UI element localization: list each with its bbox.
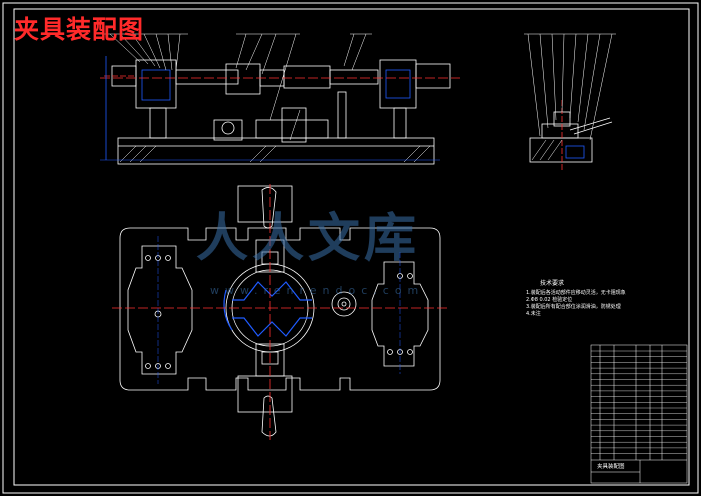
parts-list-table <box>590 344 688 484</box>
technical-note: 1.装配后各活动部件应移动灵活，无卡阻现象 <box>526 290 626 296</box>
technical-note: 2.Φ8 0.02 检验定位 <box>526 297 573 303</box>
inner-border <box>13 8 690 486</box>
top-view <box>112 184 448 440</box>
title-block-name: 夹具装配图 <box>597 464 625 470</box>
front-view <box>100 33 460 165</box>
watermark-text: 人人文库 <box>196 209 421 269</box>
technical-note: 4.未注 <box>526 311 541 317</box>
technical-requirements-heading: 技术要求 <box>540 280 565 287</box>
parts-list-rows <box>591 350 687 454</box>
watermark-url: www.renrendoc.com <box>210 284 425 297</box>
side-view <box>524 33 616 170</box>
drawing-title: 夹具装配图 <box>14 15 145 44</box>
technical-note: 3.装配后所有配合部位涂润滑油，防锈处理 <box>526 304 621 310</box>
